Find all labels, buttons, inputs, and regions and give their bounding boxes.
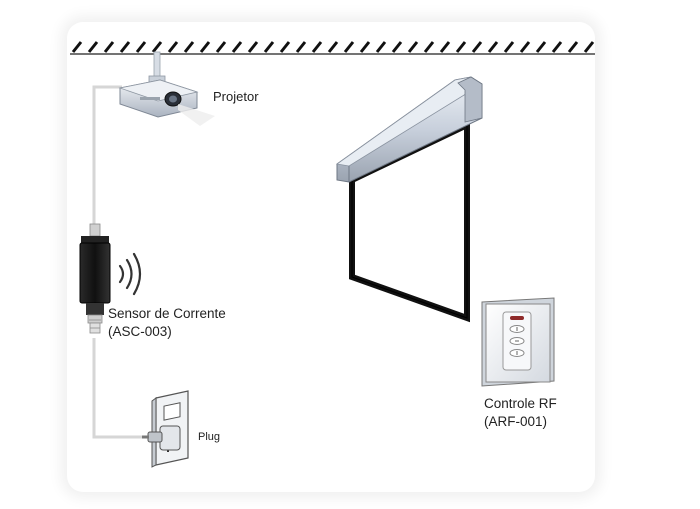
plug-label: Plug	[198, 431, 220, 443]
sensor-name: Sensor de Corrente	[108, 305, 226, 323]
controller-label: Controle RF (ARF-001)	[484, 395, 557, 431]
current-sensor-icon	[80, 224, 110, 333]
sensor-label: Sensor de Corrente (ASC-003)	[108, 305, 226, 341]
wall-outlet-icon	[142, 391, 188, 467]
controller-name: Controle RF	[484, 395, 557, 413]
rf-wall-controller-icon	[482, 298, 554, 386]
projection-screen-icon	[337, 77, 482, 318]
wireless-signal-icon	[120, 254, 140, 294]
sensor-model: (ASC-003)	[108, 323, 226, 341]
controller-model: (ARF-001)	[484, 413, 557, 431]
projector-label: Projetor	[213, 89, 259, 104]
ceiling	[70, 41, 595, 54]
projector-icon	[120, 52, 215, 126]
